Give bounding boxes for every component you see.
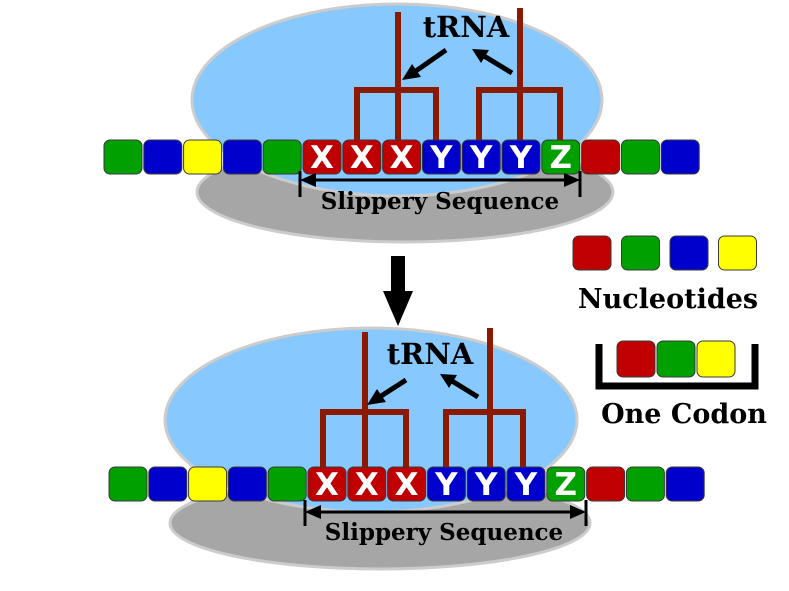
codon-letter: X	[310, 140, 334, 176]
nucleotide	[183, 139, 223, 175]
trna-arrow-left	[402, 47, 448, 80]
nucleotide	[660, 139, 700, 175]
nucleotide	[665, 466, 705, 502]
codon-letter: Z	[555, 467, 577, 503]
codon-letter: X	[355, 467, 379, 503]
nucleotide	[227, 466, 267, 502]
codon-letter: X	[395, 467, 419, 503]
trna-left	[320, 332, 409, 470]
codon-letter: Y	[429, 140, 453, 176]
nucleotide-swatch-red	[572, 235, 612, 271]
nucleotide-x: X	[387, 466, 427, 503]
nucleotide-x: X	[347, 466, 387, 503]
nucleotide	[143, 139, 183, 175]
nucleotide	[188, 466, 228, 502]
nucleotide-y: Y	[421, 139, 461, 176]
nucleotide-x: X	[342, 139, 382, 176]
nucleotide-z: Z	[546, 466, 586, 503]
codon-letter: X	[390, 140, 414, 176]
nucleotide	[148, 466, 188, 502]
nucleotide	[586, 466, 626, 502]
nucleotide	[267, 466, 307, 502]
trna-label: tRNA	[423, 10, 510, 44]
codon-swatch-yellow	[696, 340, 736, 378]
nucleotide	[222, 139, 262, 175]
codon-bracket	[595, 344, 759, 390]
nucleotide	[625, 466, 665, 502]
trna-right	[443, 328, 526, 470]
transition-arrow	[383, 256, 413, 326]
nucleotide	[262, 139, 302, 175]
nucleotide	[108, 466, 148, 502]
codon-letter: X	[315, 467, 339, 503]
nucleotide-x: X	[302, 139, 342, 176]
nucleotide-y: Y	[461, 139, 501, 176]
codon-swatch-red	[616, 340, 656, 378]
codon-letter: Y	[509, 140, 533, 176]
nucleotide	[103, 139, 143, 175]
trna-right	[476, 8, 563, 152]
trna-arrow-right	[472, 49, 514, 76]
nucleotide	[581, 139, 621, 175]
nucleotide-swatches	[572, 235, 757, 271]
nucleotide-y: Y	[426, 466, 466, 503]
codon-swatch-green	[656, 340, 696, 378]
nucleotide-swatch-green	[621, 235, 660, 271]
one-codon-label: One Codon	[601, 399, 767, 430]
codon-swatches	[616, 340, 736, 378]
legend: Nucleotides One Codon	[572, 235, 767, 430]
codon-letter: Y	[434, 467, 458, 503]
trna-label: tRNA	[387, 337, 474, 371]
slippery-bracket	[303, 500, 588, 526]
slippery-sequence-label: Slippery Sequence	[321, 188, 559, 215]
slippery-sequence-label: Slippery Sequence	[325, 519, 563, 546]
codon-letter: Z	[550, 140, 572, 176]
nucleotide-y: Y	[501, 139, 541, 176]
nucleotide-x: X	[382, 139, 422, 176]
trna-arrow-left	[367, 377, 408, 405]
nucleotide-y: Y	[466, 466, 506, 503]
codon-letter: X	[350, 140, 374, 176]
trna-left	[354, 12, 439, 152]
codon-letter: Y	[469, 140, 493, 176]
nucleotide	[620, 139, 660, 175]
nucleotides-label: Nucleotides	[578, 284, 758, 315]
nucleotide-swatch-blue	[669, 235, 709, 271]
trna-arrow-right	[440, 374, 480, 400]
nucleotide-y: Y	[506, 466, 546, 503]
nucleotide-z: Z	[541, 139, 581, 176]
slippery-bracket	[298, 171, 582, 197]
codon-letter: Y	[474, 467, 498, 503]
codon-letter: Y	[514, 467, 538, 503]
nucleotide-x: X	[307, 466, 347, 503]
nucleotide-swatch-yellow	[718, 235, 757, 271]
